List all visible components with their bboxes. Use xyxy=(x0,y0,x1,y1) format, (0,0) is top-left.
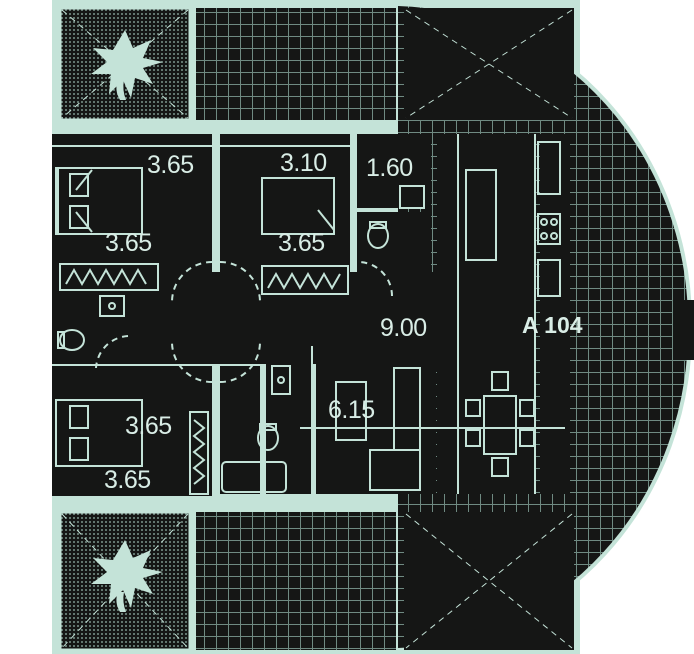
tree-icon xyxy=(91,30,163,100)
sink-icon xyxy=(99,295,125,317)
stove-icon xyxy=(537,213,561,245)
tree-icon xyxy=(91,540,163,612)
toilet-icon xyxy=(367,221,389,249)
sink-icon xyxy=(399,185,425,209)
dining-table-icon xyxy=(465,371,535,477)
sink-icon xyxy=(271,365,291,395)
room-area-label: 9.00 xyxy=(380,314,427,342)
room-area-label: 3.65 xyxy=(278,229,325,257)
toilet-icon xyxy=(257,423,279,451)
door-swing-icon xyxy=(95,261,393,383)
room-area-label: 3.65 xyxy=(104,466,151,494)
bathtub-icon xyxy=(221,461,287,493)
wardrobe-icon xyxy=(59,263,349,495)
terrace-top xyxy=(196,8,396,120)
room-area-label: 3.65 xyxy=(147,151,194,179)
bed-icon xyxy=(55,399,143,467)
unit-label: A 104 xyxy=(522,312,583,338)
kitchen-island xyxy=(465,169,497,261)
toilet-icon xyxy=(57,329,85,351)
bed-icon xyxy=(261,177,335,235)
room-area-label: 3.65 xyxy=(125,412,172,440)
sink-icon xyxy=(537,141,561,195)
room-area-label: 1.60 xyxy=(366,154,413,182)
sofa-icon xyxy=(369,367,421,491)
terrace-bottom xyxy=(196,512,396,650)
terrace-bottom-right xyxy=(404,512,574,650)
room-area-label: 3.65 xyxy=(105,229,152,257)
room-area-label: 6.15 xyxy=(328,396,375,424)
bed-icon xyxy=(55,167,143,235)
room-area-label: 3.10 xyxy=(280,149,327,177)
